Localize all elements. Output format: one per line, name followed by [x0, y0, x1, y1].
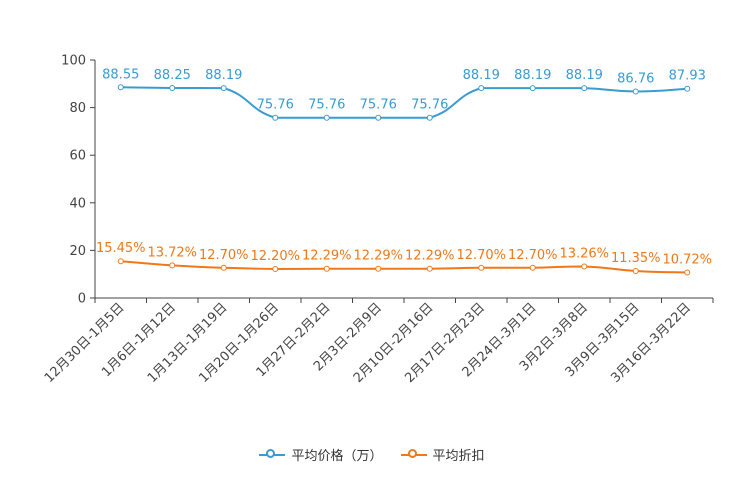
- data-label: 88.55: [102, 67, 139, 82]
- data-label: 12.70%: [199, 248, 249, 263]
- data-label: 75.76: [360, 98, 397, 113]
- series-line: [120, 260, 688, 274]
- data-point[interactable]: [272, 265, 279, 272]
- data-point[interactable]: [117, 84, 124, 91]
- series-0: 88.55 88.25 88.19 75.76 75.76 75.76 75.76 88.19…: [102, 67, 706, 121]
- data-point[interactable]: [529, 264, 536, 271]
- data-point[interactable]: [375, 114, 382, 121]
- data-label: 88.19: [463, 68, 500, 83]
- data-point[interactable]: [426, 114, 433, 121]
- data-point[interactable]: [529, 85, 536, 92]
- data-point[interactable]: [581, 263, 588, 270]
- data-label: 12.29%: [405, 249, 455, 264]
- data-label: 13.72%: [147, 245, 197, 260]
- legend-discount-label: 平均折扣: [432, 448, 485, 464]
- data-point[interactable]: [684, 269, 691, 276]
- data-label: 75.76: [411, 98, 448, 113]
- data-label: 12.70%: [508, 248, 558, 263]
- data-label: 75.76: [308, 98, 345, 113]
- data-point[interactable]: [169, 262, 176, 269]
- series-line: [120, 86, 688, 119]
- data-label: 87.93: [669, 69, 706, 84]
- legend: 平均价格（万） 平均折扣: [0, 444, 744, 464]
- series-1: 15.45%13.72%12.70%12.20%12.29%12.29%12.2…: [96, 241, 712, 276]
- y-tick-label: 100: [61, 54, 86, 69]
- y-tick-label: 20: [69, 244, 86, 259]
- data-point[interactable]: [632, 267, 639, 274]
- legend-item-price[interactable]: 平均价格（万）: [259, 445, 383, 464]
- y-tick-label: 60: [69, 149, 86, 164]
- legend-price-label: 平均价格（万）: [291, 448, 383, 464]
- y-tick-label: 80: [69, 101, 86, 116]
- data-label: 88.19: [205, 68, 242, 83]
- data-label: 86.76: [617, 72, 654, 87]
- data-point[interactable]: [220, 264, 227, 271]
- data-point[interactable]: [684, 85, 691, 92]
- data-label: 11.35%: [611, 251, 661, 266]
- data-label: 12.29%: [353, 249, 403, 264]
- legend-discount-marker-icon: [400, 447, 427, 461]
- data-label: 12.70%: [456, 248, 506, 263]
- series-layer: 88.55 88.25 88.19 75.76 75.76 75.76 75.76 88.19…: [96, 67, 712, 276]
- data-label: 12.29%: [302, 249, 352, 264]
- data-point[interactable]: [426, 265, 433, 272]
- data-point[interactable]: [272, 114, 279, 121]
- data-point[interactable]: [323, 114, 330, 121]
- data-point[interactable]: [581, 85, 588, 92]
- data-label: 75.76: [257, 98, 294, 113]
- data-label: 88.19: [514, 68, 551, 83]
- data-point[interactable]: [632, 88, 639, 95]
- data-label: 88.25: [154, 68, 191, 83]
- data-point[interactable]: [478, 264, 485, 271]
- data-label: 13.26%: [559, 246, 609, 261]
- y-tick-label: 40: [69, 196, 86, 211]
- y-tick-label: 0: [78, 292, 86, 307]
- data-point[interactable]: [169, 84, 176, 91]
- data-point[interactable]: [375, 265, 382, 272]
- legend-price-marker-icon: [259, 447, 286, 461]
- data-label: 15.45%: [96, 241, 146, 256]
- legend-item-discount[interactable]: 平均折扣: [400, 445, 485, 464]
- data-label: 12.20%: [250, 249, 300, 264]
- data-label: 10.72%: [662, 252, 712, 267]
- data-point[interactable]: [117, 258, 124, 265]
- data-point[interactable]: [478, 85, 485, 92]
- data-label: 88.19: [566, 68, 603, 83]
- data-point[interactable]: [323, 265, 330, 272]
- data-point[interactable]: [220, 85, 227, 92]
